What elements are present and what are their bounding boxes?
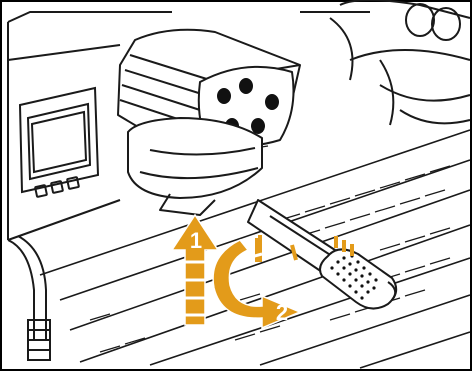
step-2-label: 2: [276, 300, 288, 325]
step-1-label: 1: [190, 228, 202, 253]
